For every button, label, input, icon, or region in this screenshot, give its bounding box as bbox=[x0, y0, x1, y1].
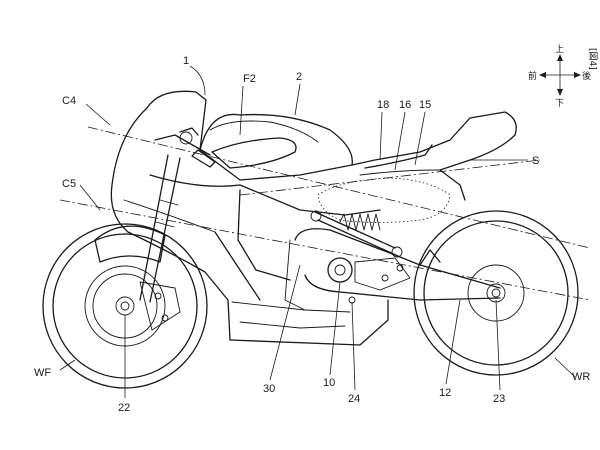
linkage bbox=[327, 257, 411, 304]
fuel-tank bbox=[199, 113, 353, 169]
direction-indicator: 上 下 前 後 [図4] bbox=[528, 44, 598, 109]
leader-lines bbox=[59, 65, 576, 398]
label-WF: WF bbox=[34, 367, 51, 379]
seat-tail bbox=[351, 111, 517, 201]
label-WR: WR bbox=[572, 371, 590, 383]
label-1: 1 bbox=[183, 55, 189, 67]
label-12: 12 bbox=[439, 387, 451, 399]
label-24: 24 bbox=[348, 393, 360, 405]
front-fork bbox=[94, 154, 181, 303]
label-23: 23 bbox=[493, 393, 505, 405]
rear-shock bbox=[310, 210, 403, 258]
label-22: 22 bbox=[118, 402, 130, 414]
body-fairing bbox=[110, 90, 389, 346]
dir-front-label: 前 bbox=[528, 70, 537, 82]
dir-up-label: 上 bbox=[555, 44, 564, 55]
frame-swingarm bbox=[239, 184, 501, 311]
label-S: S bbox=[532, 155, 539, 167]
label-2: 2 bbox=[296, 71, 302, 83]
label-18: 18 bbox=[377, 99, 389, 111]
dir-rear-label: 後 bbox=[582, 70, 591, 82]
label-15: 15 bbox=[419, 99, 431, 111]
label-30: 30 bbox=[263, 383, 275, 395]
handlebar bbox=[154, 127, 216, 168]
storage-region-S bbox=[317, 177, 451, 223]
label-10: 10 bbox=[323, 377, 335, 389]
dir-down-label: 下 bbox=[555, 99, 564, 109]
figure-label: [図4] bbox=[587, 48, 598, 70]
rear-wheel bbox=[413, 210, 579, 376]
label-16: 16 bbox=[399, 99, 411, 111]
reference-lines bbox=[59, 126, 591, 301]
reference-labels: 1 F2 2 C4 C5 18 16 15 S WF 22 30 10 24 1… bbox=[34, 55, 590, 414]
label-F2: F2 bbox=[243, 73, 256, 85]
label-C4: C4 bbox=[62, 95, 76, 107]
label-C5: C5 bbox=[62, 178, 76, 190]
